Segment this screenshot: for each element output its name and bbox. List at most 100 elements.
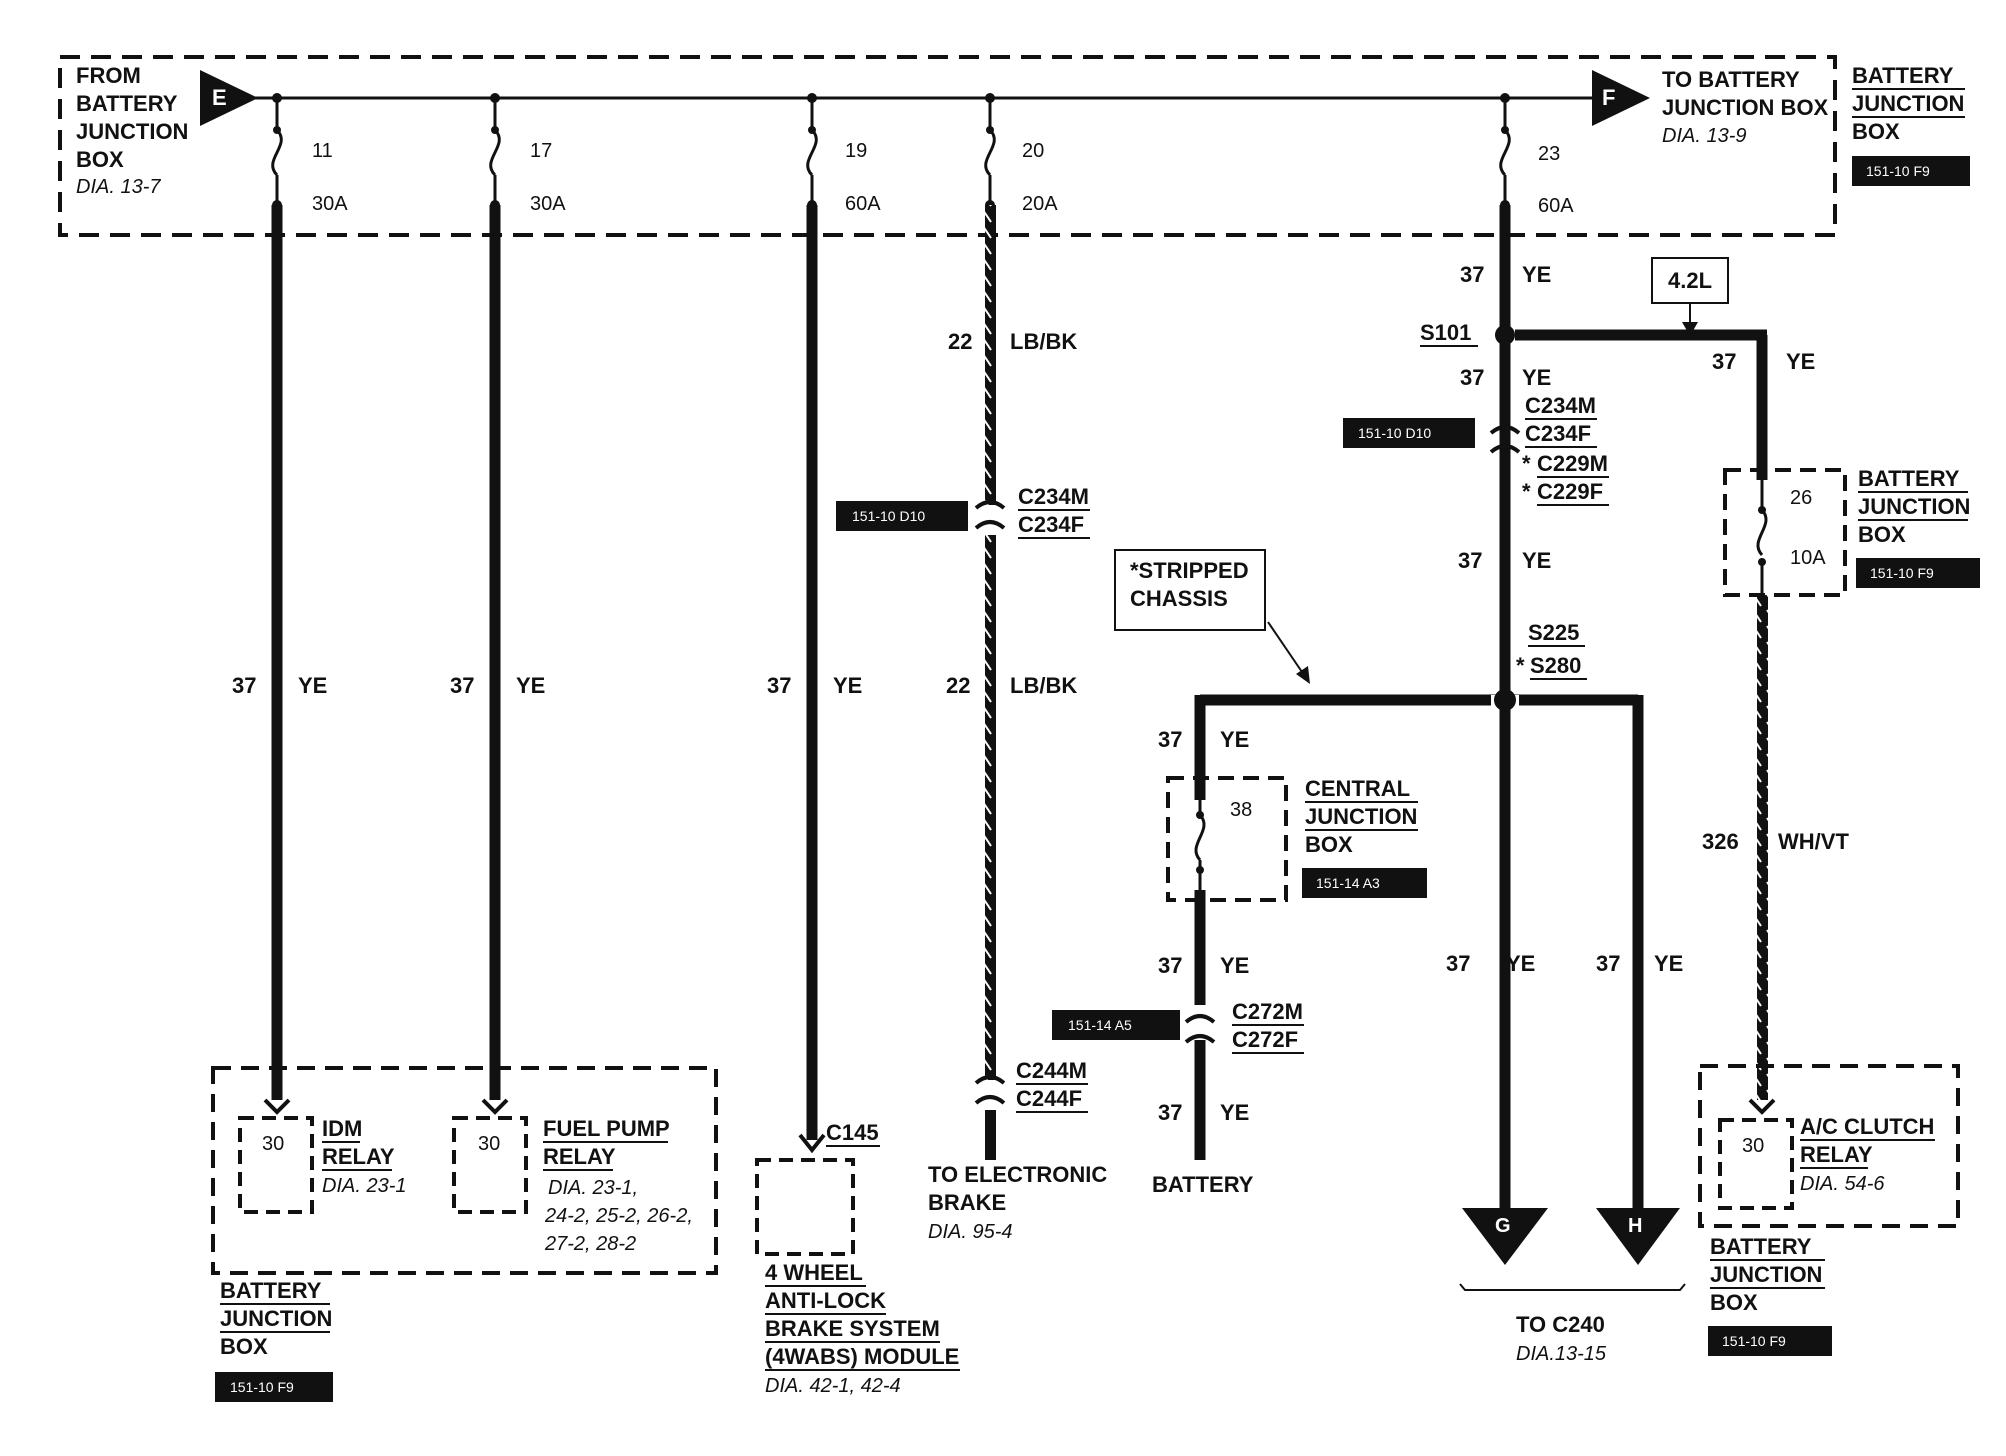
svg-text:BATTERY: BATTERY (76, 91, 178, 116)
svg-text:IDM: IDM (322, 1116, 362, 1141)
svg-text:YE: YE (516, 673, 545, 698)
svg-text:DIA. 13-9: DIA. 13-9 (1662, 125, 1746, 147)
battery-junction-box-bottom (211, 1066, 718, 1275)
svg-text:(4WABS) MODULE: (4WABS) MODULE (765, 1344, 959, 1369)
svg-text:151-10 D10: 151-10 D10 (852, 508, 925, 524)
svg-text:BRAKE SYSTEM: BRAKE SYSTEM (765, 1316, 940, 1341)
svg-text:30A: 30A (530, 193, 566, 215)
svg-text:DIA. 54-6: DIA. 54-6 (1800, 1173, 1885, 1195)
svg-text:151-10 F9: 151-10 F9 (1870, 565, 1934, 581)
svg-text:22: 22 (948, 329, 972, 354)
svg-text:YE: YE (1522, 262, 1551, 287)
fuse-19: 19 60A (806, 93, 881, 215)
svg-text:30: 30 (1742, 1135, 1764, 1157)
splice-s101 (1495, 325, 1515, 345)
svg-text:G: G (1495, 1215, 1511, 1237)
svg-text:30: 30 (478, 1133, 500, 1155)
svg-text:22: 22 (946, 673, 970, 698)
svg-text:C272F: C272F (1232, 1027, 1298, 1052)
svg-text:4.2L: 4.2L (1668, 268, 1712, 293)
ebrake-label: TO ELECTRONIC (928, 1162, 1107, 1187)
svg-text:24-2, 25-2, 26-2,: 24-2, 25-2, 26-2, (544, 1205, 693, 1227)
ac-clutch-relay (1718, 1118, 1794, 1210)
svg-text:JUNCTION: JUNCTION (76, 119, 188, 144)
svg-text:DIA.13-15: DIA.13-15 (1516, 1343, 1607, 1365)
ref-tag: 151-10 F9 (1866, 163, 1930, 179)
svg-text:*: * (1522, 479, 1531, 504)
svg-text:151-10 D10: 151-10 D10 (1358, 425, 1431, 441)
connector-g-icon: G (1462, 1208, 1548, 1265)
battery-label: BATTERY (1152, 1172, 1254, 1197)
to-c240-label: TO C240 (1516, 1312, 1605, 1337)
svg-text:C234M: C234M (1525, 393, 1596, 418)
svg-text:S101: S101 (1420, 320, 1471, 345)
wire-22-lbbk (985, 205, 996, 1160)
svg-text:WH/VT: WH/VT (1778, 829, 1849, 854)
svg-text:BOX: BOX (1710, 1290, 1758, 1315)
abs-module (755, 1158, 855, 1256)
svg-text:37: 37 (1158, 953, 1182, 978)
svg-text:60A: 60A (1538, 195, 1574, 217)
svg-text:20: 20 (1022, 140, 1044, 162)
svg-text:37: 37 (1158, 1100, 1182, 1125)
battery-junction-box-fuse-26 (1723, 468, 1847, 597)
svg-text:C234F: C234F (1018, 512, 1084, 537)
svg-text:37: 37 (1460, 262, 1484, 287)
svg-text:RELAY: RELAY (322, 1144, 395, 1169)
svg-text:CENTRAL: CENTRAL (1305, 776, 1410, 801)
svg-text:YE: YE (1522, 548, 1551, 573)
stripped-chassis-callout (1114, 549, 1266, 631)
fuse-23: 23 60A (1499, 93, 1574, 217)
svg-text:BOX: BOX (1852, 119, 1900, 144)
svg-text:E: E (212, 85, 227, 110)
fuse-20: 20 20A (984, 93, 1058, 215)
battery-junction-box-ac (1698, 1064, 1960, 1228)
svg-text:26: 26 (1790, 487, 1812, 509)
central-junction-box (1166, 776, 1288, 902)
svg-text:JUNCTION: JUNCTION (1858, 494, 1970, 519)
svg-text:JUNCTION: JUNCTION (1305, 804, 1417, 829)
fuse-11: 11 30A (271, 93, 348, 215)
svg-text:37: 37 (767, 673, 791, 698)
svg-text:C244M: C244M (1016, 1058, 1087, 1083)
svg-text:C234M: C234M (1018, 484, 1089, 509)
svg-text:DIA. 23-1: DIA. 23-1 (322, 1175, 406, 1197)
connector-h-icon: H (1596, 1208, 1680, 1265)
svg-text:YE: YE (1220, 953, 1249, 978)
battery-junction-box-top (58, 55, 1837, 237)
svg-text:LB/BK: LB/BK (1010, 329, 1077, 354)
svg-text:YE: YE (833, 673, 862, 698)
svg-text:C244F: C244F (1016, 1086, 1082, 1111)
svg-text:F: F (1602, 85, 1615, 110)
svg-text:27-2, 28-2: 27-2, 28-2 (544, 1233, 636, 1255)
to-box-label: TO BATTERY (1662, 67, 1800, 92)
svg-text:11: 11 (312, 140, 333, 162)
connector-c244-icon (974, 1075, 1006, 1105)
svg-text:BOX: BOX (1858, 522, 1906, 547)
svg-text:37: 37 (1458, 548, 1482, 573)
fuse-17: 17 30A (489, 93, 566, 215)
svg-text:A/C CLUTCH: A/C CLUTCH (1800, 1114, 1934, 1139)
svg-text:C229F: C229F (1537, 479, 1603, 504)
svg-text:YE: YE (1522, 365, 1551, 390)
svg-text:RELAY: RELAY (1800, 1142, 1873, 1167)
svg-text:YE: YE (1220, 727, 1249, 752)
svg-text:C272M: C272M (1232, 999, 1303, 1024)
svg-text:17: 17 (530, 140, 552, 162)
connector-f-icon: F (1592, 70, 1650, 126)
svg-text:FUEL PUMP: FUEL PUMP (543, 1116, 670, 1141)
svg-text:*STRIPPED: *STRIPPED (1130, 558, 1249, 583)
svg-text:LB/BK: LB/BK (1010, 673, 1077, 698)
fuel-pump-relay (452, 1116, 528, 1214)
svg-text:151-14 A3: 151-14 A3 (1316, 875, 1380, 891)
svg-text:10A: 10A (1790, 547, 1826, 569)
svg-text:38: 38 (1230, 799, 1252, 821)
svg-text:326: 326 (1702, 829, 1739, 854)
svg-text:37: 37 (232, 673, 256, 698)
connector-e-icon: E (200, 70, 258, 126)
svg-text:DIA. 13-7: DIA. 13-7 (76, 176, 161, 198)
svg-text:37: 37 (1712, 349, 1736, 374)
svg-text:37: 37 (1446, 951, 1470, 976)
svg-text:ANTI-LOCK: ANTI-LOCK (765, 1288, 886, 1313)
